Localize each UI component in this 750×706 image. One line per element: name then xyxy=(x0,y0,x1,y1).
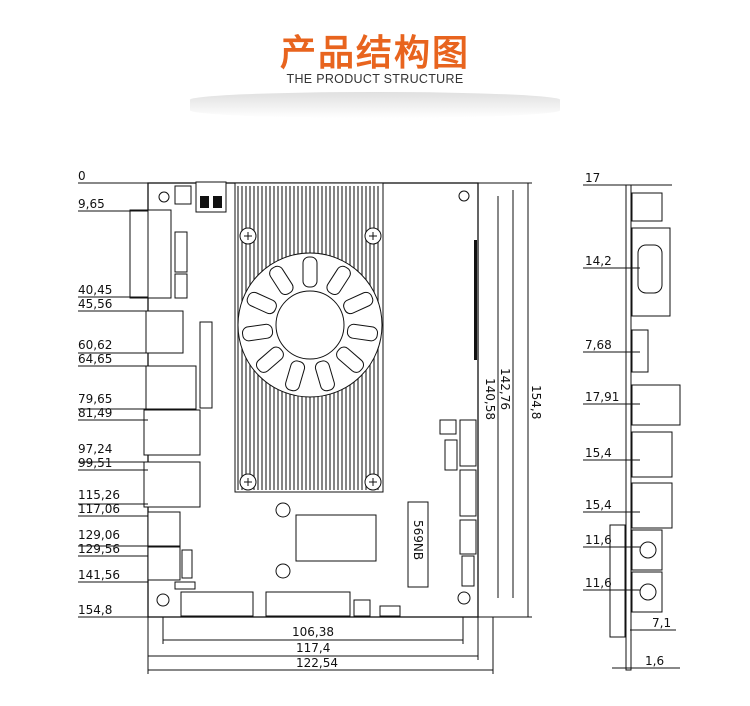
sim-slot xyxy=(295,514,377,562)
lan-port-1 xyxy=(143,409,201,456)
fan-blade xyxy=(346,323,379,342)
page-subtitle: THE PRODUCT STRUCTURE xyxy=(286,72,464,86)
dim-label: 115,26 xyxy=(78,488,120,502)
lan-port-2 xyxy=(143,461,201,508)
side-dimensions: 17 14,2 7,68 17,91 15,4 15,4 11,6 11,6 7,1 1,6 xyxy=(583,171,680,669)
screw-icon xyxy=(239,473,257,491)
fan-blade xyxy=(326,265,351,296)
side-usb xyxy=(631,384,681,426)
dim-label: 1,6 xyxy=(645,654,664,668)
screw-icon xyxy=(364,473,382,491)
dim-label: 9,65 xyxy=(78,197,105,211)
dim-label: 7,1 xyxy=(652,616,671,630)
fan-blade xyxy=(314,360,335,392)
screw-icon xyxy=(364,227,382,245)
bottom-dimensions: 106,38 117,4 122,54 xyxy=(147,617,494,674)
dim-label: 141,56 xyxy=(78,568,120,582)
dim-label: 79,65 xyxy=(78,392,112,406)
dim-label: 40,45 xyxy=(78,283,112,297)
fan-blade xyxy=(255,346,284,373)
fan-blade xyxy=(246,291,277,315)
dim-label: 99,51 xyxy=(78,456,112,470)
dim-label: 129,06 xyxy=(78,528,120,542)
dim-label: 15,4 xyxy=(585,446,612,460)
dim-label: 154,8 xyxy=(78,603,112,617)
board-front-view: 569NB xyxy=(129,181,479,618)
title-shadow xyxy=(190,92,560,118)
gpio-header xyxy=(180,591,254,617)
fan-hub xyxy=(275,290,345,360)
dim-label: 45,56 xyxy=(78,297,112,311)
dim-label: 140,58 xyxy=(483,378,497,420)
dim-label: 11,6 xyxy=(585,533,612,547)
dim-label: 15,4 xyxy=(585,498,612,512)
dim-label: 129,56 xyxy=(78,542,120,556)
chip-label: 569NB xyxy=(411,520,425,560)
dim-label: 122,54 xyxy=(296,656,338,670)
fan-blade xyxy=(343,291,374,315)
right-dimensions: 140,58 142,76 154,8 xyxy=(478,182,543,618)
dim-label: 0 xyxy=(78,169,86,183)
chip-label-box xyxy=(407,501,429,588)
audio-jack-1 xyxy=(147,511,181,547)
dim-label: 81,49 xyxy=(78,406,112,420)
fan-blade xyxy=(241,323,274,342)
dim-label: 106,38 xyxy=(292,625,334,639)
dim-label: 117,06 xyxy=(78,502,120,516)
dim-label: 97,24 xyxy=(78,442,112,456)
dim-label: 117,4 xyxy=(296,641,330,655)
dim-label: 154,8 xyxy=(529,385,543,419)
dim-label: 64,65 xyxy=(78,352,112,366)
dim-label: 17,91 xyxy=(585,390,619,404)
fan-blade xyxy=(285,360,306,392)
fan-header xyxy=(174,185,192,205)
dim-label: 7,68 xyxy=(585,338,612,352)
fan-blade xyxy=(269,265,294,296)
fan-blade xyxy=(336,346,365,373)
hdmi-port xyxy=(145,310,184,354)
sata-port-2 xyxy=(459,469,477,517)
sata-port-1 xyxy=(459,419,477,467)
dim-label: 17 xyxy=(585,171,600,185)
pin-header xyxy=(199,321,213,409)
usb-port xyxy=(145,365,197,410)
dim-label: 11,6 xyxy=(585,576,612,590)
com-header xyxy=(265,591,351,617)
audio-jack-2 xyxy=(147,546,181,581)
dim-label: 142,76 xyxy=(498,368,512,410)
side-lan-2 xyxy=(631,482,673,529)
side-lan-1 xyxy=(631,431,673,478)
board-side-view xyxy=(609,184,681,671)
screw-icon xyxy=(239,227,257,245)
page-title: 产品结构图 xyxy=(279,33,470,74)
dim-label: 14,2 xyxy=(585,254,612,268)
side-hdmi xyxy=(631,329,649,373)
fan-blade xyxy=(302,256,318,288)
dim-label: 60,62 xyxy=(78,338,112,352)
